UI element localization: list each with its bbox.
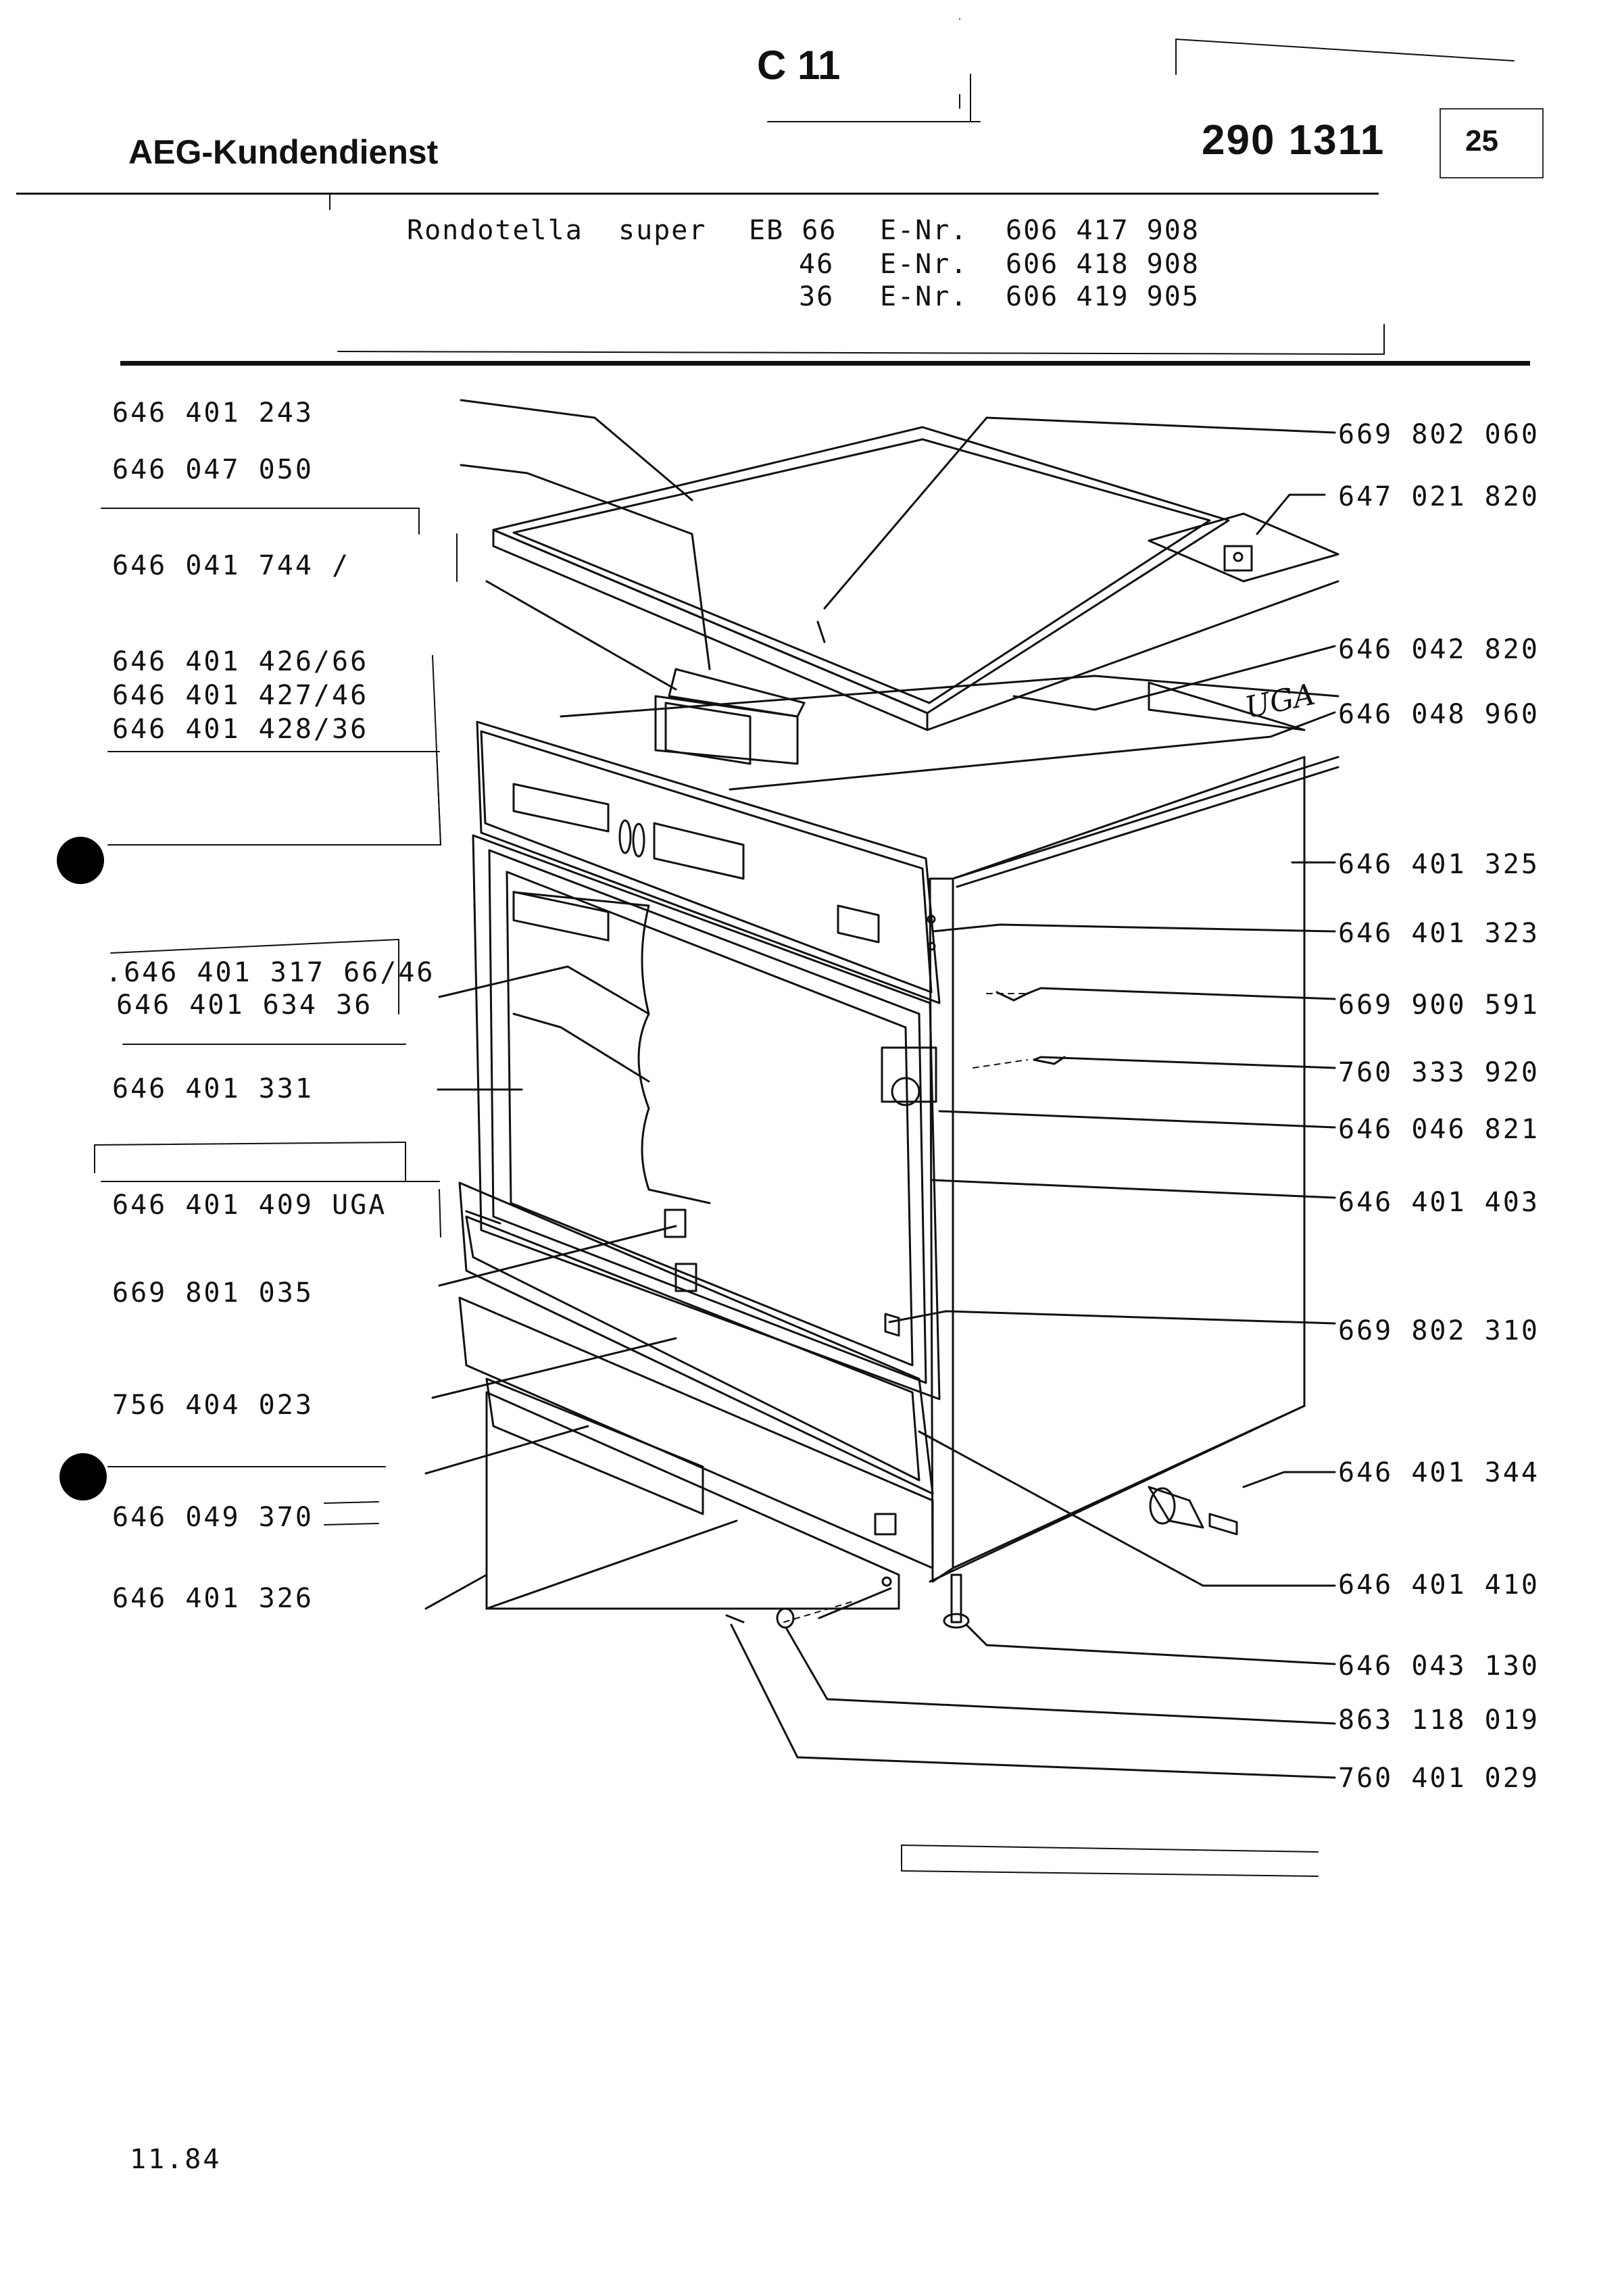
part-number-right: 646 401 325 [1338,849,1540,880]
company-name: AEG-Kundendienst [128,133,439,171]
corner-bracket [1148,512,1340,583]
part-number-left: 646 401 426/66 [112,646,369,677]
model-type-2: 46 [799,249,835,280]
part-number-right: 646 042 820 [1338,634,1540,665]
dashed-connectors [783,993,1028,1623]
footer-date: 11.84 [130,2144,222,2175]
part-number-left: 669 801 035 [112,1277,314,1309]
header-marks [329,18,1515,1877]
part-number-right: 646 401 403 [1338,1187,1540,1218]
part-number-right: 669 900 591 [1338,990,1540,1021]
enr-number-2: 606 418 908 [1006,249,1200,280]
enr-label-1: E-Nr. [880,215,968,246]
part-number-left: 646 401 428/36 [112,714,369,745]
part-number-left: 646 041 744 / [112,550,351,581]
part-number-left: 646 401 634 36 [116,990,373,1021]
part-number-left: 646 049 370 [112,1502,314,1533]
leader-lines-right [729,416,1336,1779]
enr-label-3: E-Nr. [880,281,968,312]
part-number-right: 669 802 060 [1338,419,1540,450]
base-plinth [485,1391,900,1610]
part-number-right: 669 802 310 [1338,1315,1540,1346]
page-number: 25 [1465,124,1498,157]
document-number: 290 1311 [1202,117,1385,164]
enr-number-3: 606 419 905 [1006,281,1200,312]
part-number-left: .646 401 317 66/46 [105,957,435,988]
punch-hole [59,1453,107,1500]
part-number-right: 760 333 920 [1338,1057,1540,1088]
part-number-right: 646 043 130 [1338,1651,1540,1682]
left-bracket-marks [94,508,458,1525]
door-handle [654,620,826,765]
part-number-left: 646 401 427/46 [112,680,369,711]
side-panel [929,756,1306,1583]
part-number-right: 646 046 821 [1338,1114,1540,1145]
part-number-right: 646 401 410 [1338,1569,1540,1601]
part-number-left: 646 401 409 UGA [112,1190,387,1221]
model-type-3: 36 [799,281,835,312]
part-number-right: 646 048 960 [1338,699,1540,730]
part-number-right: 647 021 820 [1338,481,1540,512]
part-number-left: 646 047 050 [112,454,314,485]
part-number-right: 646 401 344 [1338,1457,1540,1488]
kick-panel [458,1181,934,1569]
door-frame [472,834,941,1400]
punch-hole [57,837,104,884]
part-number-left: 756 404 023 [112,1390,314,1421]
hardware-parts [664,991,1238,1629]
model-variant: super [618,215,707,246]
part-number-left: 646 401 326 [112,1583,314,1614]
part-number-right: 760 401 029 [1338,1763,1540,1794]
section-label: C 11 [757,43,841,88]
enr-number-1: 606 417 908 [1006,215,1200,246]
part-number-left: 646 401 331 [112,1073,314,1104]
part-number-left: 646 401 243 [112,397,314,429]
back-rail [560,675,1340,888]
model-rule [120,361,1530,366]
model-type-1: EB 66 [749,215,837,246]
leader-lines-left [424,399,711,1610]
page-number-box: 25 [1440,108,1544,178]
part-number-right: 863 118 019 [1338,1705,1540,1736]
header-rule [16,193,1379,195]
part-number-right: 646 401 323 [1338,918,1540,949]
enr-label-2: E-Nr. [880,249,968,280]
worktop-panel [492,426,1340,731]
model-name: Rondotella [407,215,583,246]
